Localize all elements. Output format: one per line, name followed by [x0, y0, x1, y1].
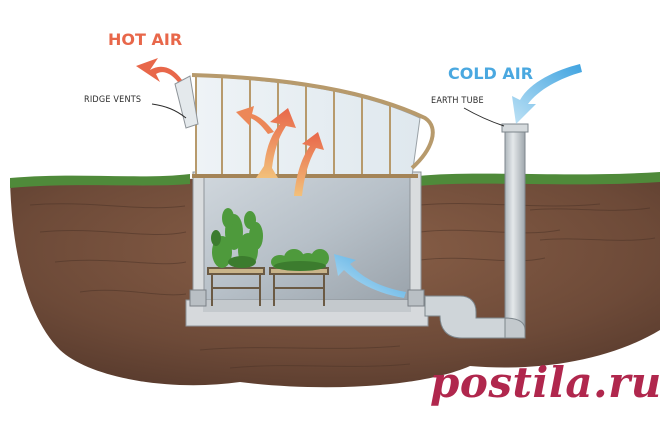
pit-wall-left: [192, 171, 205, 303]
cold-air-arrows: [334, 64, 582, 298]
grass: [10, 172, 660, 188]
watermark: postila.ru: [430, 358, 660, 407]
hot-air-arrow-2: [294, 132, 324, 196]
pit-floor: [203, 300, 411, 312]
ridge-vents-label: RIDGE VENTS: [84, 95, 142, 105]
roof-arch: [191, 73, 435, 170]
ridge-vents-leader: [151, 103, 187, 119]
hot-air-arrow-outer: [136, 58, 182, 82]
earth-tube-label: EARTH TUBE: [431, 96, 484, 106]
hot-air-arrow-1: [256, 108, 296, 178]
earth-tube: [424, 123, 529, 339]
cold-air-arrow-top: [512, 64, 582, 124]
grow-table-right: [269, 267, 329, 306]
plants-low: [271, 249, 329, 271]
cold-air-arrow-inside: [334, 254, 406, 298]
plants-tall: [211, 208, 263, 268]
hot-air-arrows: [136, 58, 324, 196]
ridge-vent-flap: [174, 75, 199, 129]
hot-air-label: HOT AIR: [108, 30, 183, 49]
hot-air-arrow-3: [236, 106, 274, 134]
cold-air-label: COLD AIR: [448, 64, 534, 83]
earth-tube-leader: [463, 107, 505, 127]
grow-table-left: [207, 267, 265, 306]
pit-wall-right: [409, 171, 422, 303]
